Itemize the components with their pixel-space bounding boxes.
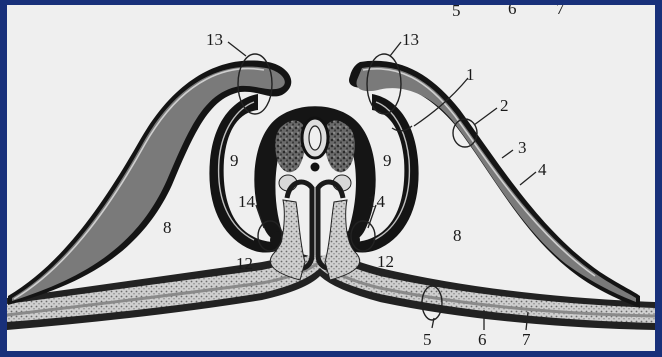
label-1: 1 [466,65,475,84]
label-8-left: 8 [163,218,172,237]
label-5-top: 5 [452,5,461,20]
label-14-left: 14 [238,192,256,211]
label-6: 6 [478,330,487,349]
label-9-right: 9 [383,151,392,170]
label-4: 4 [538,160,547,179]
label-14-right: 14 [368,192,386,211]
label-12-right: 12 [377,252,394,271]
label-9-left: 9 [230,151,239,170]
label-7: 7 [522,330,531,349]
label-6-top: 6 [508,5,517,18]
label-8-right: 8 [453,226,462,245]
label-13-left: 13 [206,30,223,49]
label-12-left: 12 [236,254,253,273]
label-7-top: 7 [556,5,565,18]
notochord [311,163,320,172]
label-5: 5 [423,330,432,349]
embryo-fold-diagram: 5 6 7 13 13 1 2 3 4 9 9 8 8 14 14 12 12 … [7,5,655,351]
neural-tube [302,118,328,158]
label-2: 2 [500,96,509,115]
label-3: 3 [518,138,527,157]
diagram-paper: 5 6 7 13 13 1 2 3 4 9 9 8 8 14 14 12 12 … [7,5,655,351]
label-13-right: 13 [402,30,419,49]
